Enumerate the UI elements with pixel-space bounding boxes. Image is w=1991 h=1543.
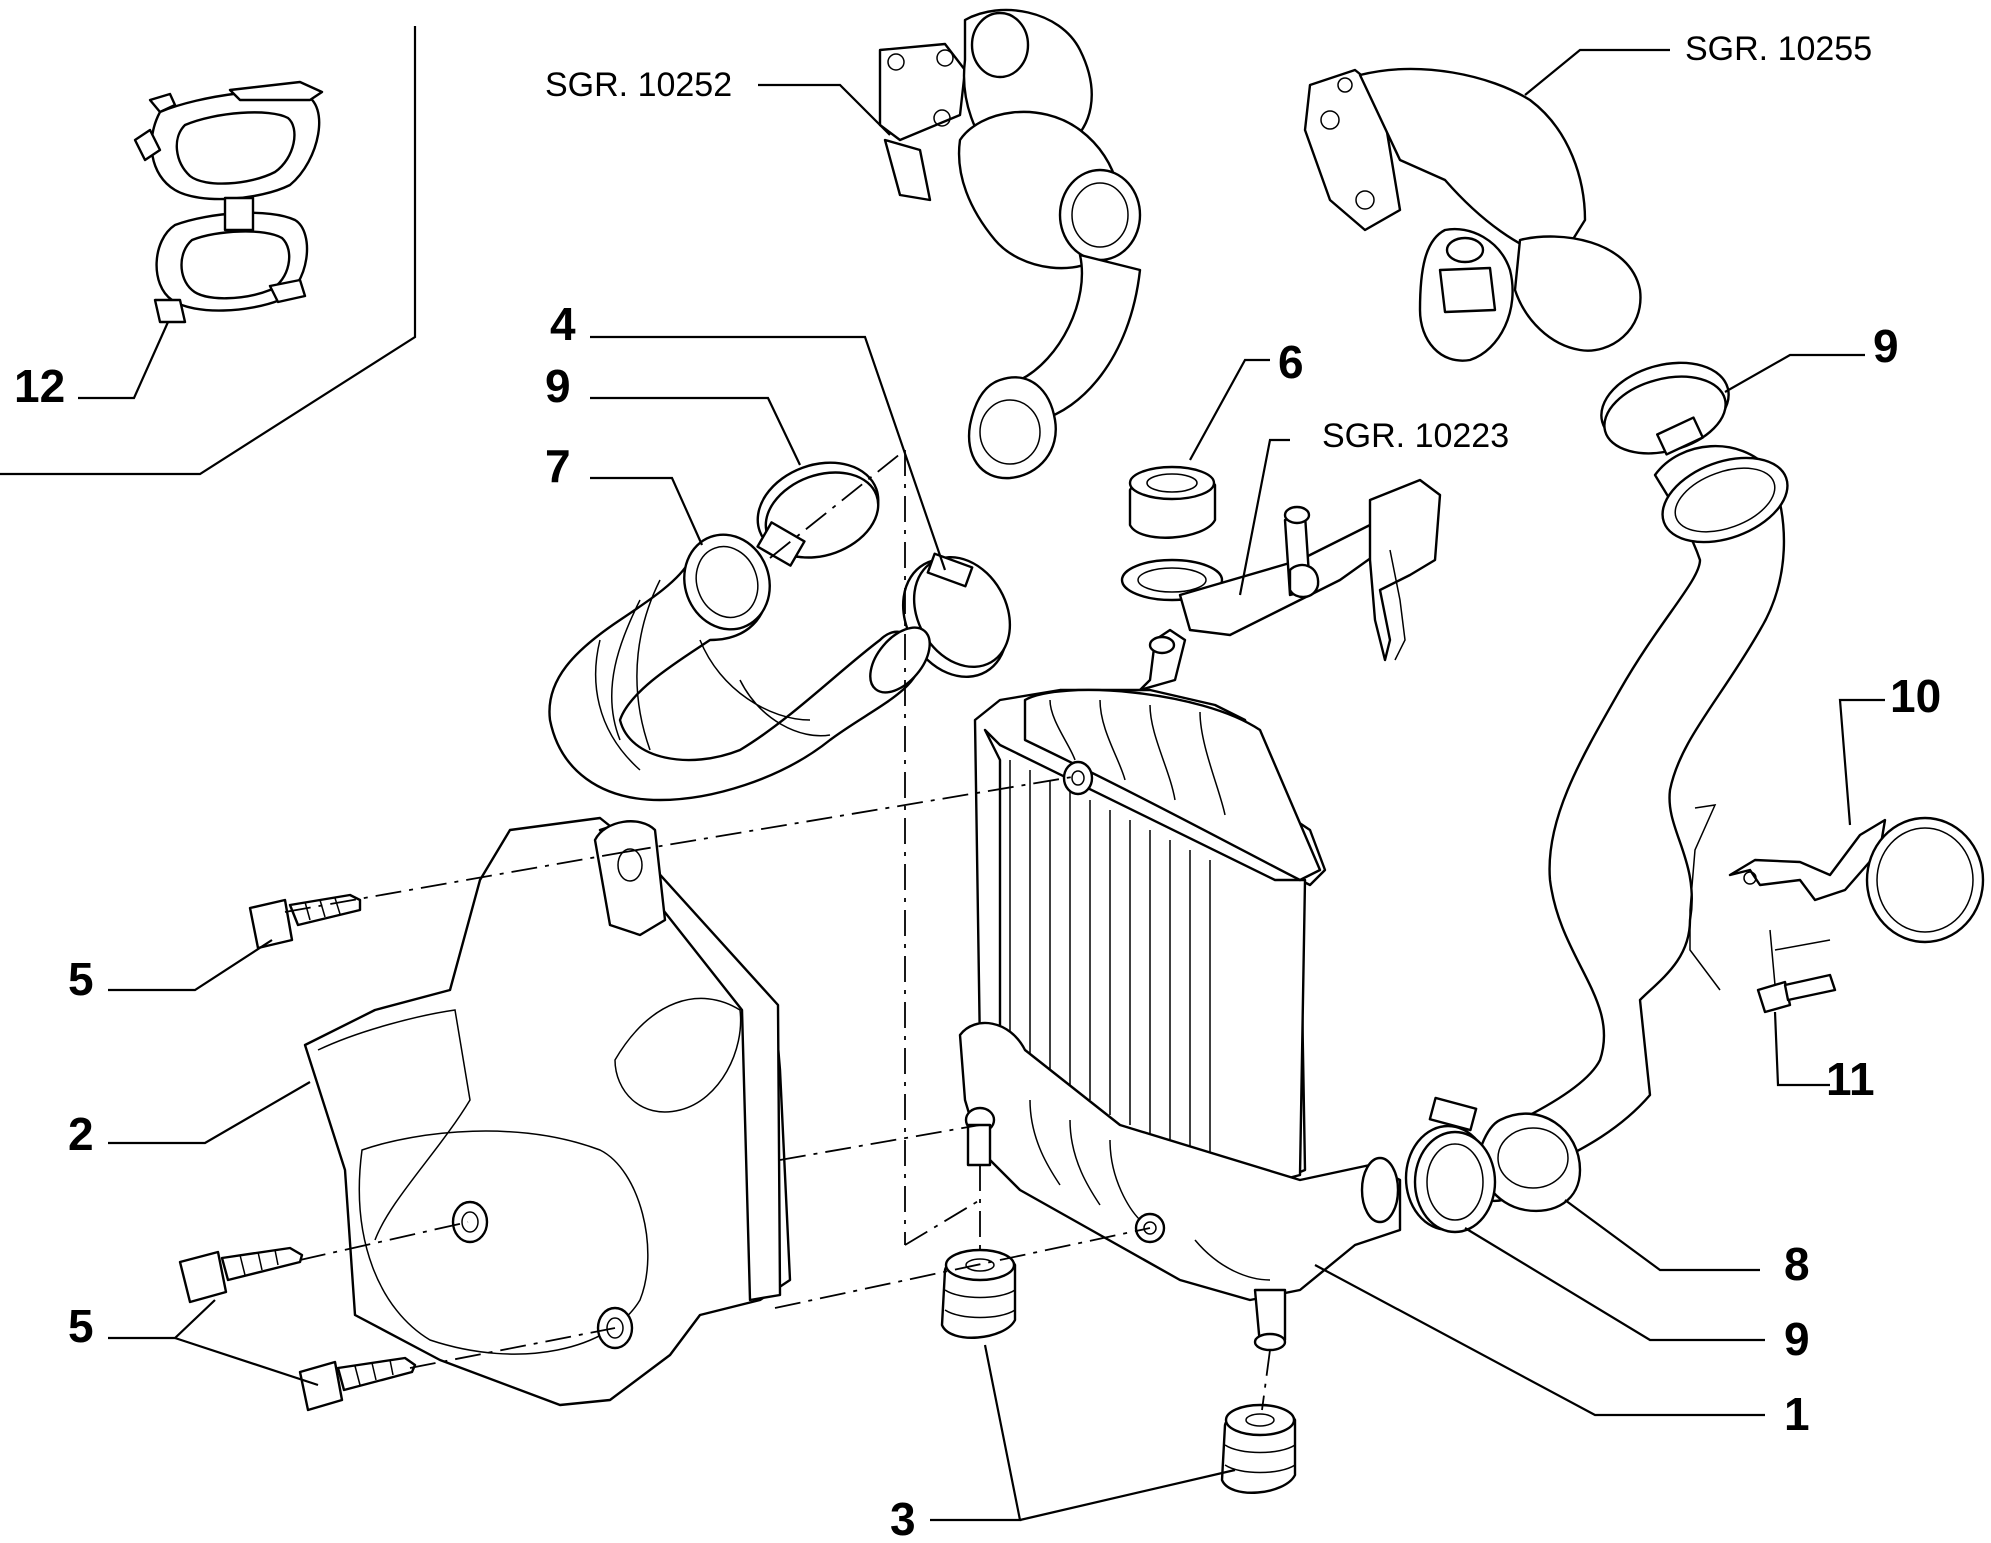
part-6-plug-and-washer: [1120, 465, 1224, 602]
callout-4: 4: [550, 298, 576, 350]
callout-11: 11: [1826, 1053, 1875, 1105]
ref-sgr-10255: SGR. 10255: [1685, 30, 1872, 68]
callout-9-upper-left: 9: [545, 360, 571, 412]
leader-11: [1773, 1011, 1830, 1087]
part-9-hose-clamp-upper-left: [756, 461, 880, 567]
leader-5-lower-b: [174, 1336, 319, 1387]
leader-1: [1314, 1264, 1765, 1417]
part-5-bolt-upper: [248, 893, 362, 950]
leader-sgr-10255: [1524, 48, 1670, 96]
leader-10: [1838, 698, 1885, 826]
callout-10: 10: [1890, 670, 1941, 722]
leader-8: [1564, 1199, 1760, 1272]
intake-pipe-10255: [1303, 67, 1642, 362]
leader-5-upper: [108, 939, 273, 992]
callout-5-lower: 5: [68, 1300, 94, 1352]
sensor-bracket-10223: [1178, 478, 1442, 662]
part-5-bolt-middle: [178, 1246, 304, 1304]
inset-frame: [0, 26, 417, 476]
assembly-lines: [284, 449, 1271, 1411]
ref-sgr-10223: SGR. 10223: [1322, 417, 1509, 455]
part-11-bolt: [1756, 929, 1837, 1014]
part-10-hose-bracket: [1689, 804, 1985, 991]
callout-1: 1: [1784, 1388, 1810, 1440]
callout-5-upper: 5: [68, 953, 94, 1005]
leader-sgr-10252: [758, 83, 891, 136]
part-7-intake-hose: [548, 533, 931, 802]
leader-7: [590, 476, 704, 546]
part-1-intercooler: [958, 628, 1402, 1352]
ref-sgr-10252: SGR. 10252: [545, 66, 732, 104]
part-12-double-clip: [133, 80, 324, 324]
part-3-grommet-right: [1220, 1403, 1297, 1494]
leader-9-upper-left: [590, 396, 801, 466]
leader-3-b: [1019, 1468, 1236, 1522]
leader-2: [108, 1081, 311, 1145]
callout-9-lower: 9: [1784, 1313, 1810, 1365]
leader-4: [590, 335, 947, 571]
part-9-hose-clamp-lower: [1404, 1096, 1497, 1234]
part-8-intercooler-hose: [1458, 444, 1789, 1213]
callout-7: 7: [545, 440, 571, 492]
leader-9-lower: [1464, 1227, 1765, 1342]
callout-2: 2: [68, 1108, 94, 1160]
turbo-outlet-pipe-10252: [878, 8, 1142, 480]
part-9-hose-clamp-upper-right: [1600, 361, 1730, 456]
callout-6: 6: [1278, 336, 1304, 388]
part-3-grommet-left: [940, 1248, 1017, 1339]
callout-9-upper-right: 9: [1873, 320, 1899, 372]
leader-9-upper-right: [1724, 353, 1865, 393]
leader-sgr-10223: [1238, 438, 1290, 596]
leader-3: [930, 1344, 1022, 1522]
callout-12: 12: [14, 360, 65, 412]
leader-12: [78, 321, 170, 400]
part-2-intercooler-shroud: [303, 816, 792, 1407]
callout-3: 3: [890, 1493, 916, 1543]
part-5-bolt-lower: [298, 1356, 417, 1412]
leader-5-lower: [108, 1299, 216, 1340]
leader-6: [1189, 358, 1270, 461]
callout-8: 8: [1784, 1238, 1810, 1290]
